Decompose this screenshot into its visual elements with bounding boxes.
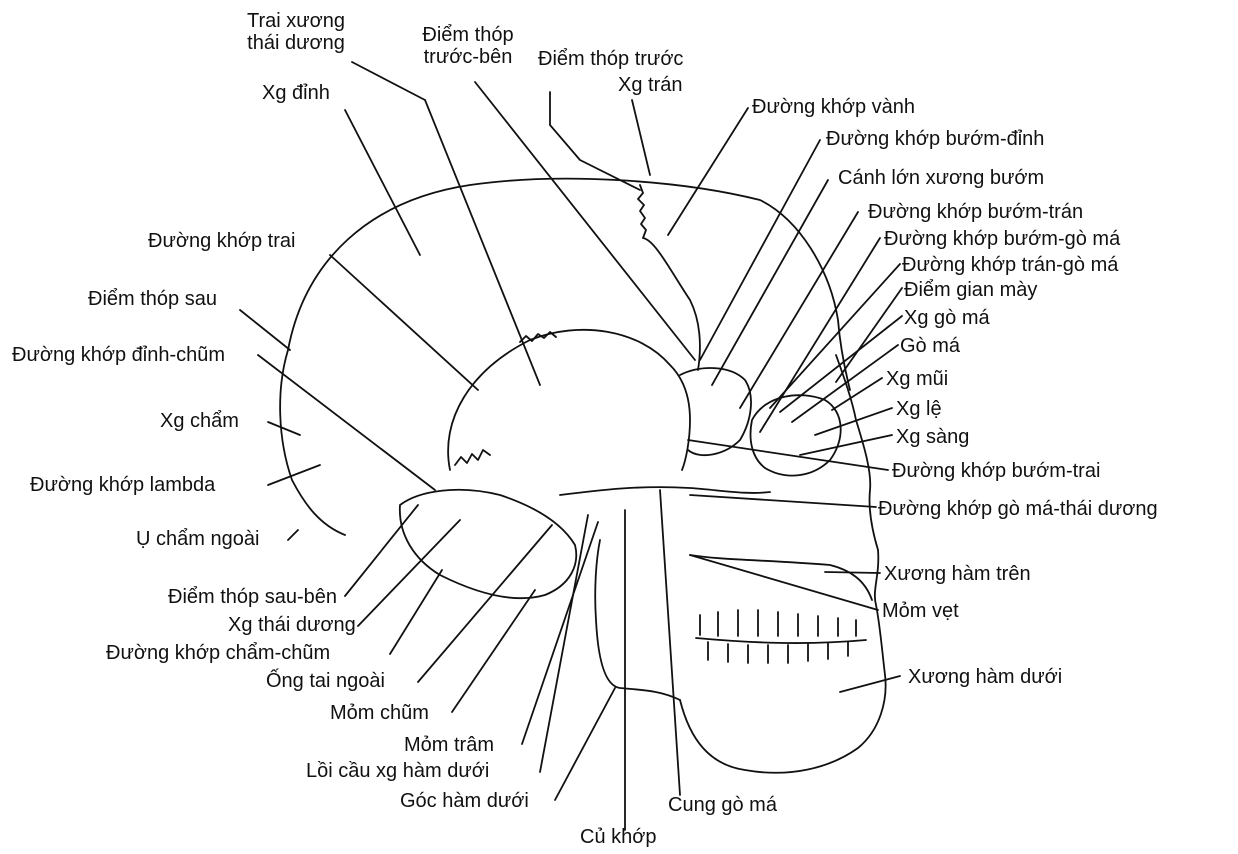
leader-diem-thop-truoc-ben	[475, 82, 695, 360]
label-diem-thop-truoc-ben: Điểm thóp trước-bên	[398, 24, 538, 68]
leader-duong-khop-buom-tran	[740, 212, 858, 408]
label-duong-khop-buom-go-ma: Đường khớp bướm-gò má	[884, 228, 1120, 250]
squamosal-serration	[455, 332, 556, 465]
lower-teeth	[708, 642, 848, 663]
label-xg-thai-duong: Xg thái dương	[228, 614, 356, 636]
label-cung-go-ma: Cung gò má	[668, 794, 777, 816]
orbit-outline	[751, 395, 841, 475]
label-xg-go-ma: Xg gò má	[904, 307, 990, 329]
leader-u-cham-ngoai	[288, 530, 298, 540]
face-profile	[680, 355, 886, 773]
leader-xg-cham	[268, 422, 300, 435]
mandible-outline	[595, 540, 680, 700]
leader-cham-chum	[390, 570, 442, 654]
leader-duong-khop-vanh	[668, 108, 748, 235]
leader-duong-khop-buom-dinh	[700, 140, 820, 360]
label-trai-xuong-thai-duong: Trai xương thái dương	[226, 10, 366, 54]
leader-tran-go-ma	[770, 264, 900, 408]
leader-xuong-ham-duoi	[840, 676, 900, 692]
occipital-outline	[280, 350, 345, 535]
leader-mom-vet	[690, 555, 878, 610]
sphenoid-greater-wing	[680, 368, 751, 455]
label-diem-gian-may: Điểm gian mày	[904, 279, 1037, 301]
label-diem-thop-sau: Điểm thóp sau	[88, 288, 217, 310]
leader-ong-tai-ngoai	[418, 525, 552, 682]
label-ong-tai-ngoai: Ống tai ngoài	[266, 670, 385, 692]
label-xg-tran: Xg trán	[618, 74, 682, 96]
cranial-vault-outline	[288, 179, 850, 390]
upper-teeth	[700, 610, 856, 636]
label-goc-ham-duoi: Góc hàm dưới	[400, 790, 529, 812]
leader-diem-thop-truoc	[550, 92, 640, 190]
leader-go-ma	[792, 345, 898, 422]
label-xg-cham: Xg chẩm	[160, 410, 239, 432]
label-go-ma: Gò má	[900, 335, 960, 357]
leader-diem-thop-sau	[240, 310, 290, 350]
label-xg-mui: Xg mũi	[886, 368, 948, 390]
label-duong-khop-tran-go-ma: Đường khớp trán-gò má	[902, 254, 1118, 276]
leader-goc-ham-duoi	[555, 688, 615, 800]
bite-line	[696, 638, 866, 643]
leader-thop-sau-ben	[345, 505, 418, 596]
label-diem-thop-sau-ben: Điểm thóp sau-bên	[168, 586, 337, 608]
label-xg-dinh: Xg đỉnh	[262, 82, 330, 104]
zygomatic-arch	[560, 487, 770, 495]
leader-xg-tran	[632, 100, 650, 175]
label-duong-khop-buom-dinh: Đường khớp bướm-đỉnh	[826, 128, 1044, 150]
leader-xg-thai-duong	[358, 520, 460, 626]
label-mom-vet: Mỏm vẹt	[882, 600, 959, 622]
label-mom-chum: Mỏm chũm	[330, 702, 429, 724]
label-u-cham-ngoai: Ụ chẩm ngoài	[136, 528, 259, 550]
label-xg-le: Xg lệ	[896, 398, 942, 420]
leader-xg-sang	[800, 435, 892, 455]
label-duong-khop-vanh: Đường khớp vành	[752, 96, 915, 118]
label-duong-khop-lambda: Đường khớp lambda	[30, 474, 215, 496]
label-mom-tram: Mỏm trâm	[404, 734, 494, 756]
leader-canh-lon	[712, 180, 828, 385]
label-diem-thop-truoc: Điểm thóp trước	[538, 48, 683, 70]
leader-mom-chum	[452, 590, 535, 712]
maxilla-outline	[690, 555, 872, 600]
label-duong-khop-buom-trai: Đường khớp bướm-trai	[892, 460, 1100, 482]
label-duong-khop-buom-tran: Đường khớp bướm-trán	[868, 201, 1083, 223]
label-loi-cau-xg-ham-duoi: Lồi cầu xg hàm dưới	[306, 760, 489, 782]
leader-duong-khop-trai	[330, 255, 478, 390]
label-xuong-ham-tren: Xương hàm trên	[884, 563, 1031, 585]
leader-xg-mui	[832, 378, 882, 410]
label-duong-khop-dinh-chum: Đường khớp đỉnh-chũm	[12, 344, 225, 366]
leader-buom-trai	[688, 440, 888, 470]
coronal-suture	[638, 185, 700, 370]
label-xuong-ham-duoi: Xương hàm dưới	[908, 666, 1062, 688]
leader-loi-cau	[540, 515, 588, 772]
leader-xuong-ham-tren	[825, 572, 880, 573]
leader-cung-go-ma	[660, 490, 680, 795]
label-canh-lon-xuong-buom: Cánh lớn xương bướm	[838, 167, 1044, 189]
leader-dinh-chum	[258, 355, 435, 490]
leader-mom-tram	[522, 522, 598, 744]
label-duong-khop-trai: Đường khớp trai	[148, 230, 295, 252]
label-xg-sang: Xg sàng	[896, 426, 969, 448]
label-duong-khop-cham-chum: Đường khớp chẩm-chũm	[106, 642, 330, 664]
temporal-squama	[448, 330, 690, 470]
mastoid-region	[400, 490, 576, 598]
label-cu-khop: Củ khớp	[580, 826, 656, 848]
label-duong-khop-go-ma-thai-duong: Đường khớp gò má-thái dương	[878, 498, 1158, 520]
leader-go-ma-thai-duong	[690, 495, 876, 507]
